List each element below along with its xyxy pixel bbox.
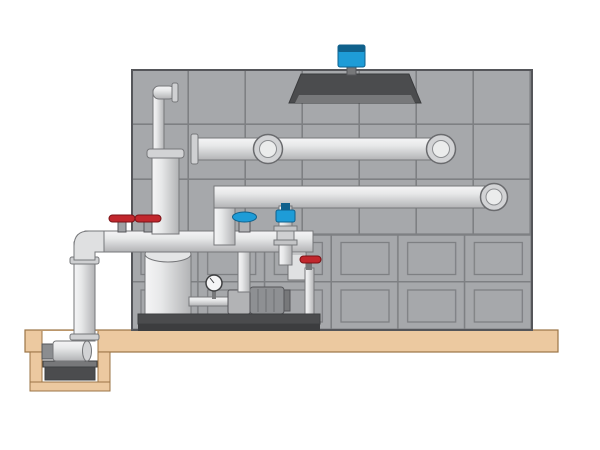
upper-header-mid-flange-hub (259, 140, 277, 158)
sump-pump-assembly (41, 340, 98, 381)
skid-frame (137, 313, 321, 325)
butterfly-valve-actuator (275, 209, 296, 223)
tank-roof-opening (288, 73, 422, 104)
concrete-pad (24, 329, 559, 353)
lever-valve-stem (306, 262, 312, 270)
motor-fins (257, 289, 275, 312)
pit-left-wall (29, 351, 43, 385)
skid-frame-lip (138, 324, 320, 331)
pressure-vessel-body (144, 253, 192, 317)
lever-valve-handle (299, 255, 322, 264)
tank-outline (131, 69, 533, 331)
valve2-stem (143, 220, 153, 233)
sump-pump-endcap (82, 340, 92, 362)
butterfly-flange-lower (273, 239, 298, 246)
pump-discharge-pipe (237, 251, 251, 293)
roof-opening-rim (295, 95, 415, 103)
sump-pump-baseplate (42, 360, 98, 368)
gate-valve-handwheel (232, 211, 257, 223)
skid-front-details (137, 255, 322, 331)
pump-casing (227, 289, 251, 315)
sump-pump-pedestal (44, 365, 96, 381)
upper-header-end-flange-hub (432, 140, 450, 158)
valve2-handwheel (134, 214, 162, 223)
upper-header-left-flange (190, 133, 199, 165)
pump-suction-pipe (188, 296, 232, 307)
upper-header-pipe (195, 137, 443, 161)
sensor-cap (338, 45, 365, 52)
manifold-elbow (73, 230, 105, 261)
pit-floor (29, 381, 111, 392)
butterfly-flange-upper (273, 225, 298, 232)
sump-pump-body (52, 340, 88, 362)
gauge-stem (212, 289, 216, 299)
gauge-needle (209, 277, 215, 284)
pad-slab (24, 329, 559, 353)
level-sensor (337, 44, 366, 76)
pit-right-wall (97, 351, 111, 385)
drop-pipe-lower-flange (69, 333, 100, 341)
pipework (69, 82, 509, 342)
pump-motor (249, 286, 285, 315)
valve1-stem (117, 220, 127, 233)
motor-endcap (283, 289, 291, 312)
butterfly-body (276, 230, 295, 241)
valve1-handwheel (108, 214, 136, 223)
vent-pipe-flange (171, 82, 179, 103)
riser-cap-flange (146, 148, 185, 159)
middle-header-end-flange-hub (485, 188, 503, 206)
butterfly-valve-handle (281, 203, 290, 210)
lever-valve-pipe (304, 267, 315, 317)
middle-header-pipe (213, 185, 497, 209)
